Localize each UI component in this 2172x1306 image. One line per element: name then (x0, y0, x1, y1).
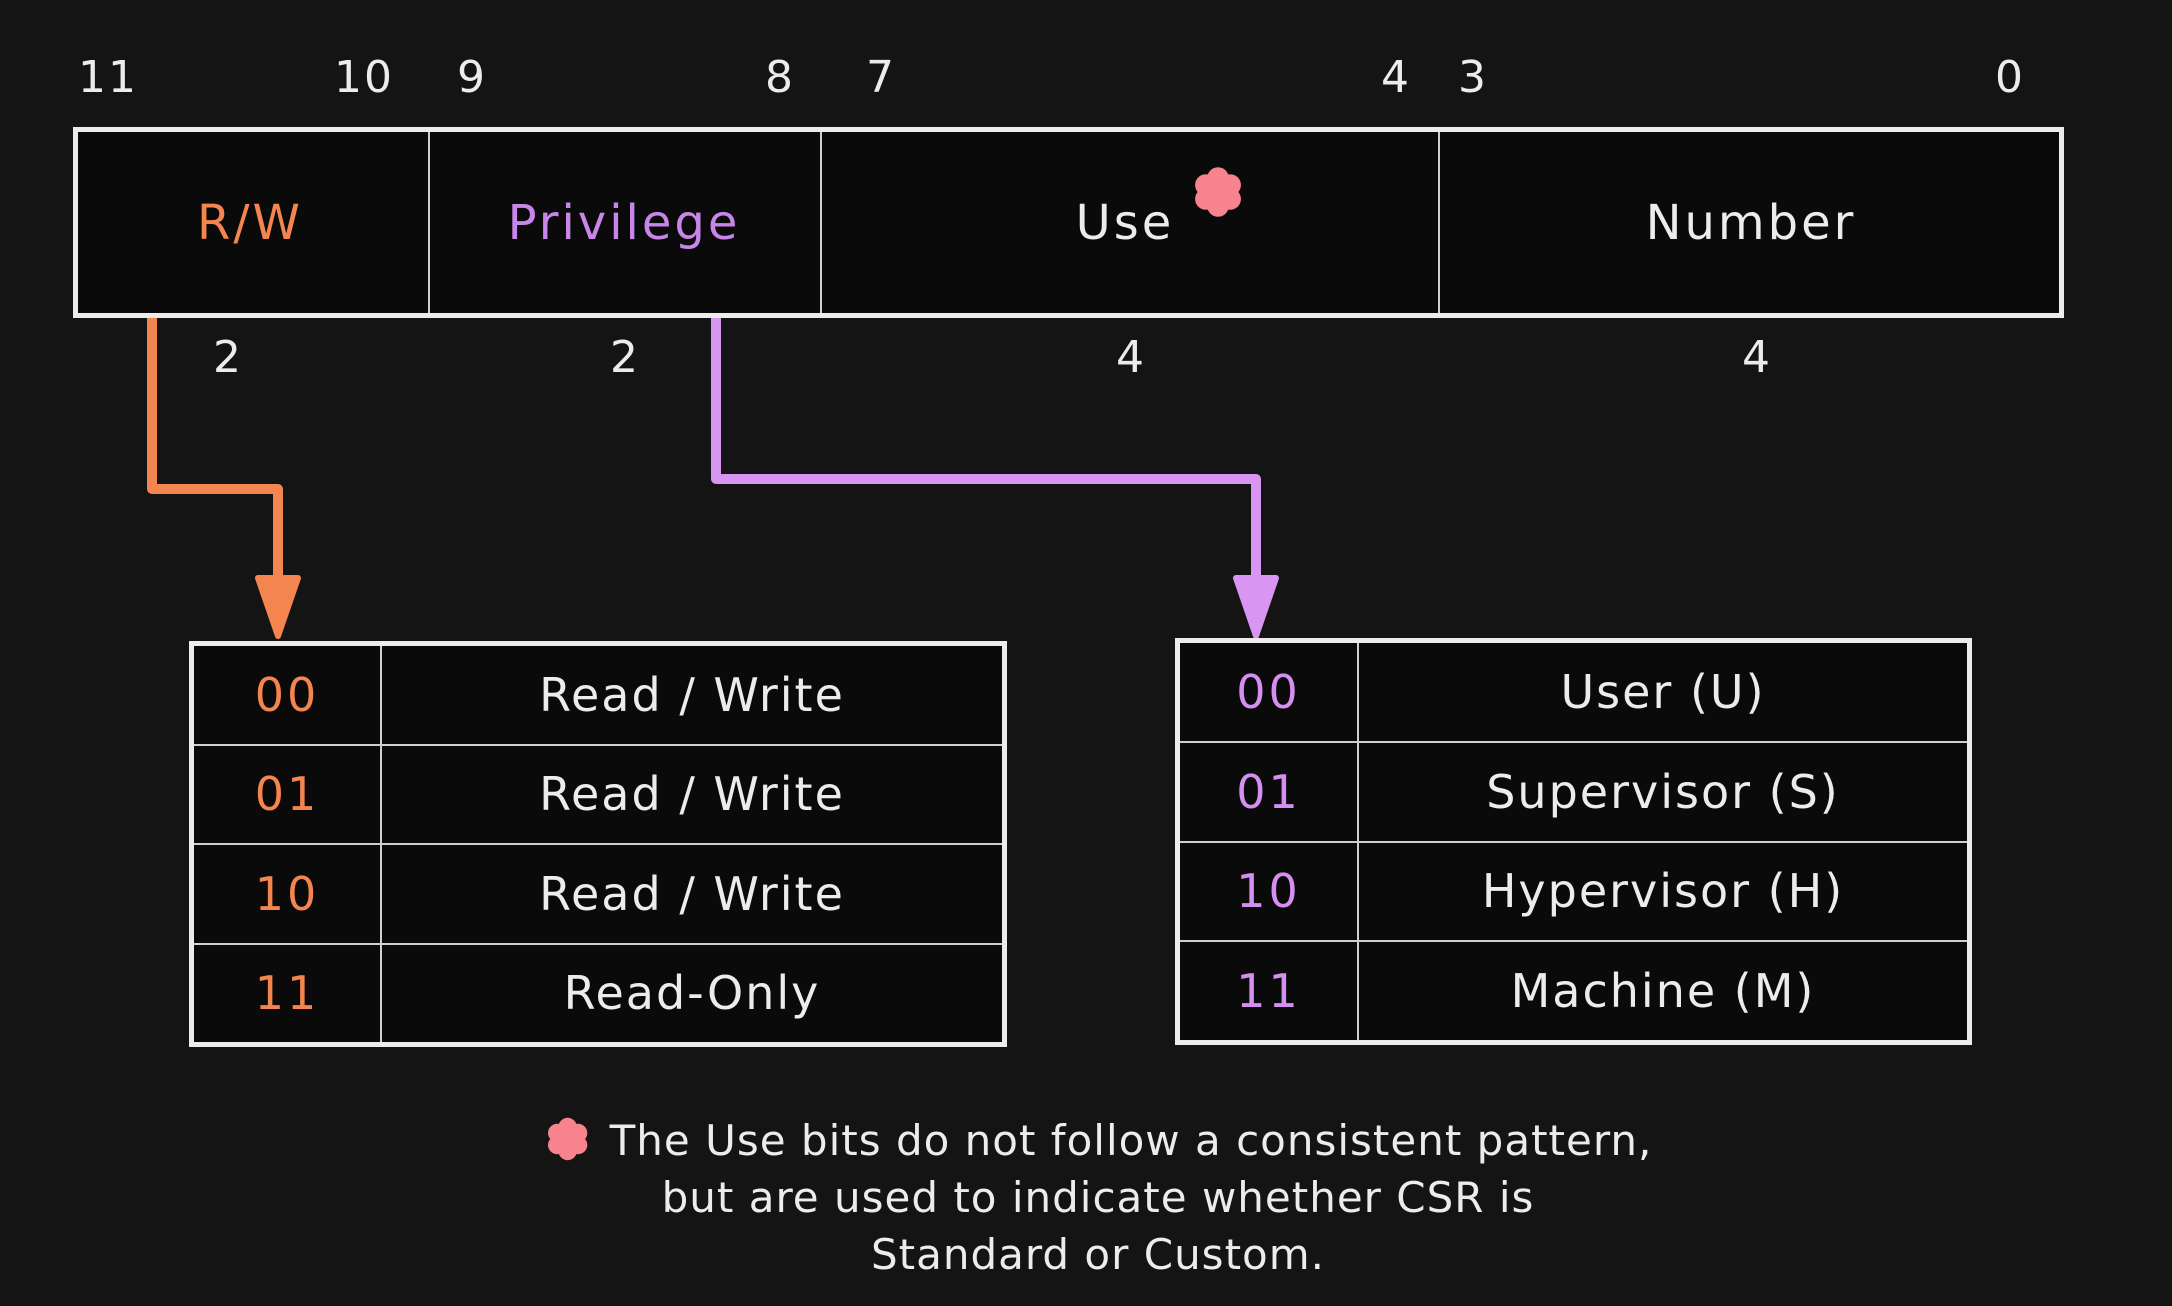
bit-label-8: 8 (765, 52, 795, 103)
flower-asterisk-icon (547, 1117, 588, 1161)
field-label-use: Use (1075, 194, 1175, 251)
use-bits-footnote: The Use bits do not follow a consistent … (544, 1112, 1653, 1283)
width-label-use: 4 (1116, 332, 1146, 383)
table-row: 11 Machine (M) (1180, 942, 1967, 1040)
table-row: 00 Read / Write (194, 646, 1002, 746)
table-row: 10 Read / Write (194, 845, 1002, 945)
rw-lookup-table: 00 Read / Write 01 Read / Write 10 Read … (189, 641, 1007, 1047)
field-label-rw: R/W (197, 194, 303, 251)
field-divider-use-number (1438, 132, 1440, 313)
rw-arrowhead-icon (255, 575, 301, 639)
field-label-number: Number (1645, 194, 1857, 251)
rw-desc-cell: Read / Write (539, 866, 845, 921)
rw-code-cell: 00 (194, 646, 382, 744)
rw-code-cell: 01 (194, 745, 382, 843)
privilege-arrow (711, 318, 1261, 584)
privilege-desc-cell: Supervisor (S) (1486, 764, 1840, 819)
csr-register-box: R/W Privilege Use Number (73, 127, 2064, 318)
rw-code-cell: 11 (194, 944, 382, 1042)
field-divider-privilege-use (820, 132, 822, 313)
footnote-line: but are used to indicate whether CSR is (661, 1173, 1535, 1222)
bit-label-9: 9 (457, 52, 487, 103)
privilege-desc-cell: Machine (M) (1510, 964, 1816, 1019)
footnote-line: The Use bits do not follow a consistent … (544, 1112, 1653, 1169)
footnote-text: The Use bits do not follow a consistent … (609, 1116, 1653, 1165)
width-label-privilege: 2 (610, 332, 640, 383)
bit-label-4: 4 (1381, 52, 1411, 103)
table-row: 10 Hypervisor (H) (1180, 842, 1967, 943)
privilege-code-cell: 01 (1180, 742, 1359, 841)
table-row: 00 User (U) (1180, 643, 1967, 743)
width-label-number: 4 (1742, 332, 1772, 383)
rw-desc-cell: Read-Only (563, 966, 821, 1021)
field-divider-rw-privilege (428, 132, 430, 313)
privilege-code-cell: 00 (1180, 643, 1359, 741)
table-row: 11 Read-Only (194, 944, 1002, 1042)
rw-desc-cell: Read / Write (539, 767, 845, 822)
bit-label-11: 11 (78, 52, 138, 103)
bit-label-7: 7 (866, 52, 896, 103)
privilege-desc-cell: Hypervisor (H) (1481, 864, 1845, 919)
rw-desc-cell: Read / Write (539, 667, 845, 722)
flower-asterisk-icon (1195, 167, 1241, 217)
bit-label-10: 10 (334, 52, 394, 103)
width-label-rw: 2 (213, 332, 243, 383)
field-label-privilege: Privilege (507, 194, 741, 251)
privilege-desc-cell: User (U) (1560, 664, 1766, 719)
privilege-lookup-table: 00 User (U) 01 Supervisor (S) 10 Hypervi… (1175, 638, 1972, 1045)
privilege-arrowhead-icon (1233, 575, 1279, 639)
table-row: 01 Supervisor (S) (1180, 742, 1967, 843)
bit-label-3: 3 (1458, 52, 1488, 103)
rw-code-cell: 10 (194, 845, 382, 943)
bit-label-0: 0 (1995, 52, 2025, 103)
privilege-code-cell: 10 (1180, 842, 1359, 941)
footnote-line: Standard or Custom. (871, 1230, 1325, 1279)
table-row: 01 Read / Write (194, 745, 1002, 845)
privilege-code-cell: 11 (1180, 942, 1359, 1040)
